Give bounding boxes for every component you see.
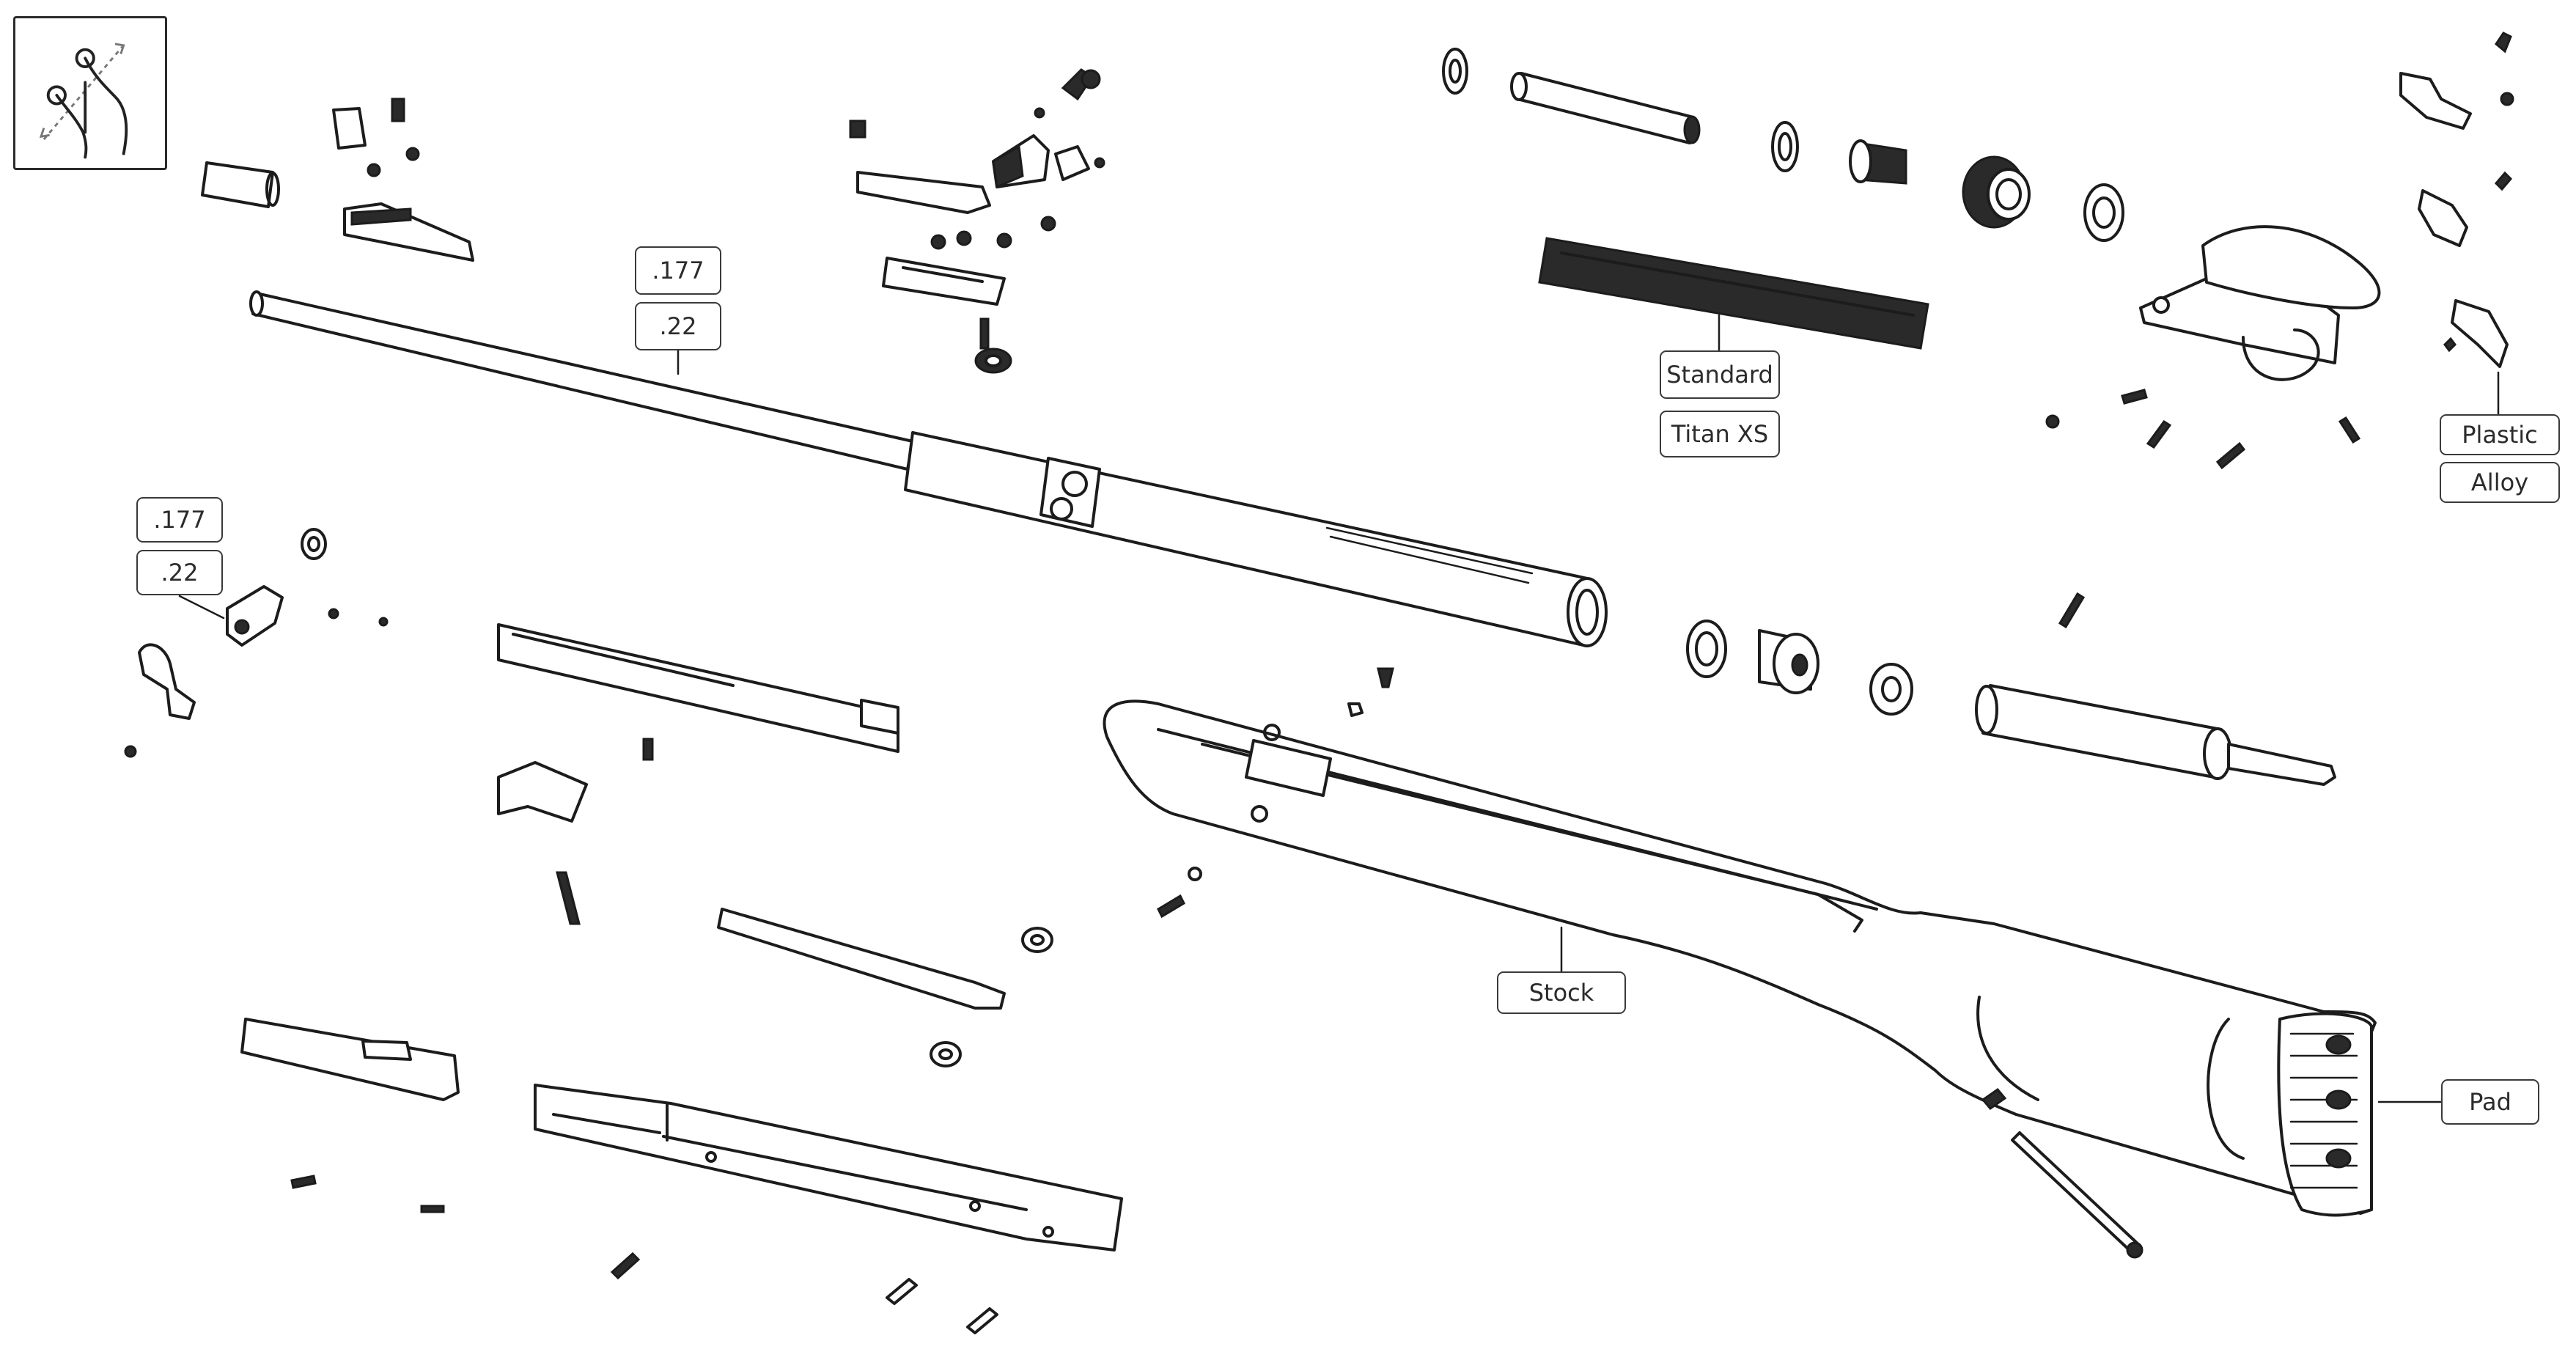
breech-caliber-177-label[interactable]: .177 [136,497,223,543]
barrel-caliber-177-label[interactable]: .177 [635,246,721,295]
pad-label[interactable]: Pad [2441,1079,2539,1125]
barrel-caliber-22-label[interactable]: .22 [635,302,721,350]
piston-seal-parts[interactable] [1686,592,2336,786]
barrel-part[interactable] [249,290,1608,647]
front-sight-parts[interactable] [201,98,474,262]
spring-standard-label[interactable]: Standard [1660,350,1780,399]
stock-part[interactable] [1103,699,2377,1259]
rear-sight-parts[interactable] [849,68,1105,374]
spring-titan-xs-label[interactable]: Titan XS [1660,411,1780,457]
breech-caliber-22-label[interactable]: .22 [136,550,223,595]
pinch-zoom-icon[interactable] [13,16,167,170]
callout-leaders [178,314,2500,1103]
breech-parts[interactable] [124,528,389,758]
trigger-guard-parts[interactable] [240,1018,1123,1334]
trigger-alloy-label[interactable]: Alloy [2440,462,2560,503]
cocking-lever-parts[interactable] [497,623,1394,1067]
trigger-group[interactable] [2045,32,2514,470]
trigger-plastic-label[interactable]: Plastic [2440,414,2560,455]
piston-parts[interactable] [1442,48,2124,350]
stock-label[interactable]: Stock [1497,971,1626,1014]
